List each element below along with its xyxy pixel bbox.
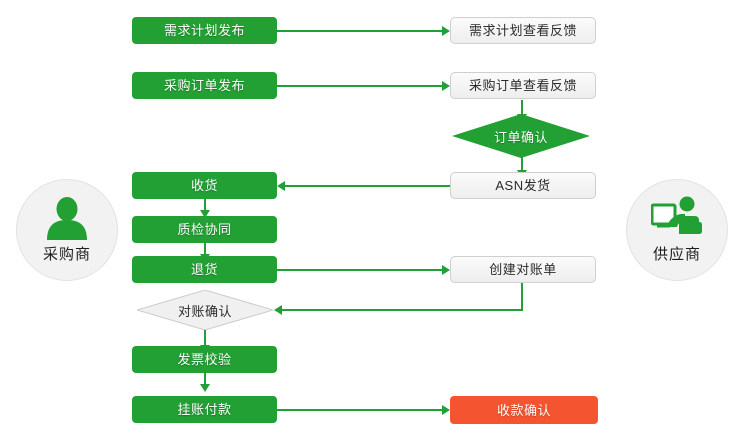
node-label: 收款确认 xyxy=(496,402,551,418)
person-icon xyxy=(41,196,93,240)
connector-qc-to-return xyxy=(204,243,206,256)
node-create-statement[interactable]: 创建对账单 xyxy=(450,256,596,283)
arrowhead-invoice-to-payment xyxy=(200,384,210,392)
node-demand-plan-publish[interactable]: 需求计划发布 xyxy=(132,17,277,44)
node-label: ASN发货 xyxy=(495,178,551,193)
person-at-computer-icon xyxy=(651,196,703,240)
actor-buyer[interactable]: 采购商 xyxy=(16,179,118,281)
connector-invoice-to-payment xyxy=(204,373,206,387)
connector-return-to-statement xyxy=(277,269,443,271)
connector-payment-to-receipt-confirm xyxy=(277,409,443,411)
node-label: 需求计划查看反馈 xyxy=(468,23,577,38)
diamond-shape-grey xyxy=(137,290,273,330)
node-return-goods[interactable]: 退货 xyxy=(132,256,277,283)
arrowhead-demand-plan xyxy=(442,26,450,36)
node-receipt-confirm[interactable]: 收款确认 xyxy=(450,396,598,424)
node-label: 采购订单发布 xyxy=(163,78,245,93)
node-goods-receipt[interactable]: 收货 xyxy=(132,172,277,199)
connector-asn-to-receipt xyxy=(285,185,451,187)
actor-label: 采购商 xyxy=(42,246,91,263)
connector-po-feedback-to-confirm xyxy=(521,100,523,117)
node-po-publish[interactable]: 采购订单发布 xyxy=(132,72,277,99)
node-payable-payment[interactable]: 挂账付款 xyxy=(132,396,277,423)
node-demand-plan-feedback[interactable]: 需求计划查看反馈 xyxy=(450,17,596,44)
node-asn-shipment[interactable]: ASN发货 xyxy=(450,172,596,199)
actor-label: 供应商 xyxy=(652,246,701,263)
actor-supplier[interactable]: 供应商 xyxy=(626,179,728,281)
connector-confirm-to-invoice xyxy=(204,329,206,347)
arrowhead-return-to-statement xyxy=(442,265,450,275)
arrowhead-statement-to-confirm xyxy=(274,305,282,315)
connector-statement-down xyxy=(521,283,523,311)
arrowhead-po-publish xyxy=(442,81,450,91)
node-label: 发票校验 xyxy=(177,352,232,367)
connector-confirm-to-asn xyxy=(521,156,523,173)
node-label: 订单确认 xyxy=(493,129,548,145)
node-label: 对账确认 xyxy=(177,303,232,319)
arrowhead-payment-to-receipt-confirm xyxy=(442,405,450,415)
connector-receipt-to-qc xyxy=(204,199,206,212)
node-order-confirm[interactable]: 订单确认 xyxy=(452,114,590,158)
node-label: 创建对账单 xyxy=(489,262,557,277)
node-label: 挂账付款 xyxy=(177,402,232,417)
node-po-feedback[interactable]: 采购订单查看反馈 xyxy=(450,72,596,99)
connector-demand-plan xyxy=(277,30,443,32)
connector-statement-left xyxy=(282,309,523,311)
diamond-shape-green xyxy=(452,114,590,158)
node-label: 需求计划发布 xyxy=(163,23,245,38)
arrowhead-receipt-to-qc xyxy=(200,210,210,218)
node-label: 收货 xyxy=(190,178,218,193)
node-invoice-verify[interactable]: 发票校验 xyxy=(132,346,277,373)
node-label: 退货 xyxy=(190,262,218,277)
node-label: 质检协同 xyxy=(177,222,232,237)
arrowhead-asn-to-receipt xyxy=(277,181,285,191)
node-statement-confirm[interactable]: 对账确认 xyxy=(137,290,273,330)
connector-po-publish xyxy=(277,85,443,87)
node-quality-collab[interactable]: 质检协同 xyxy=(132,216,277,243)
node-label: 采购订单查看反馈 xyxy=(468,78,577,93)
